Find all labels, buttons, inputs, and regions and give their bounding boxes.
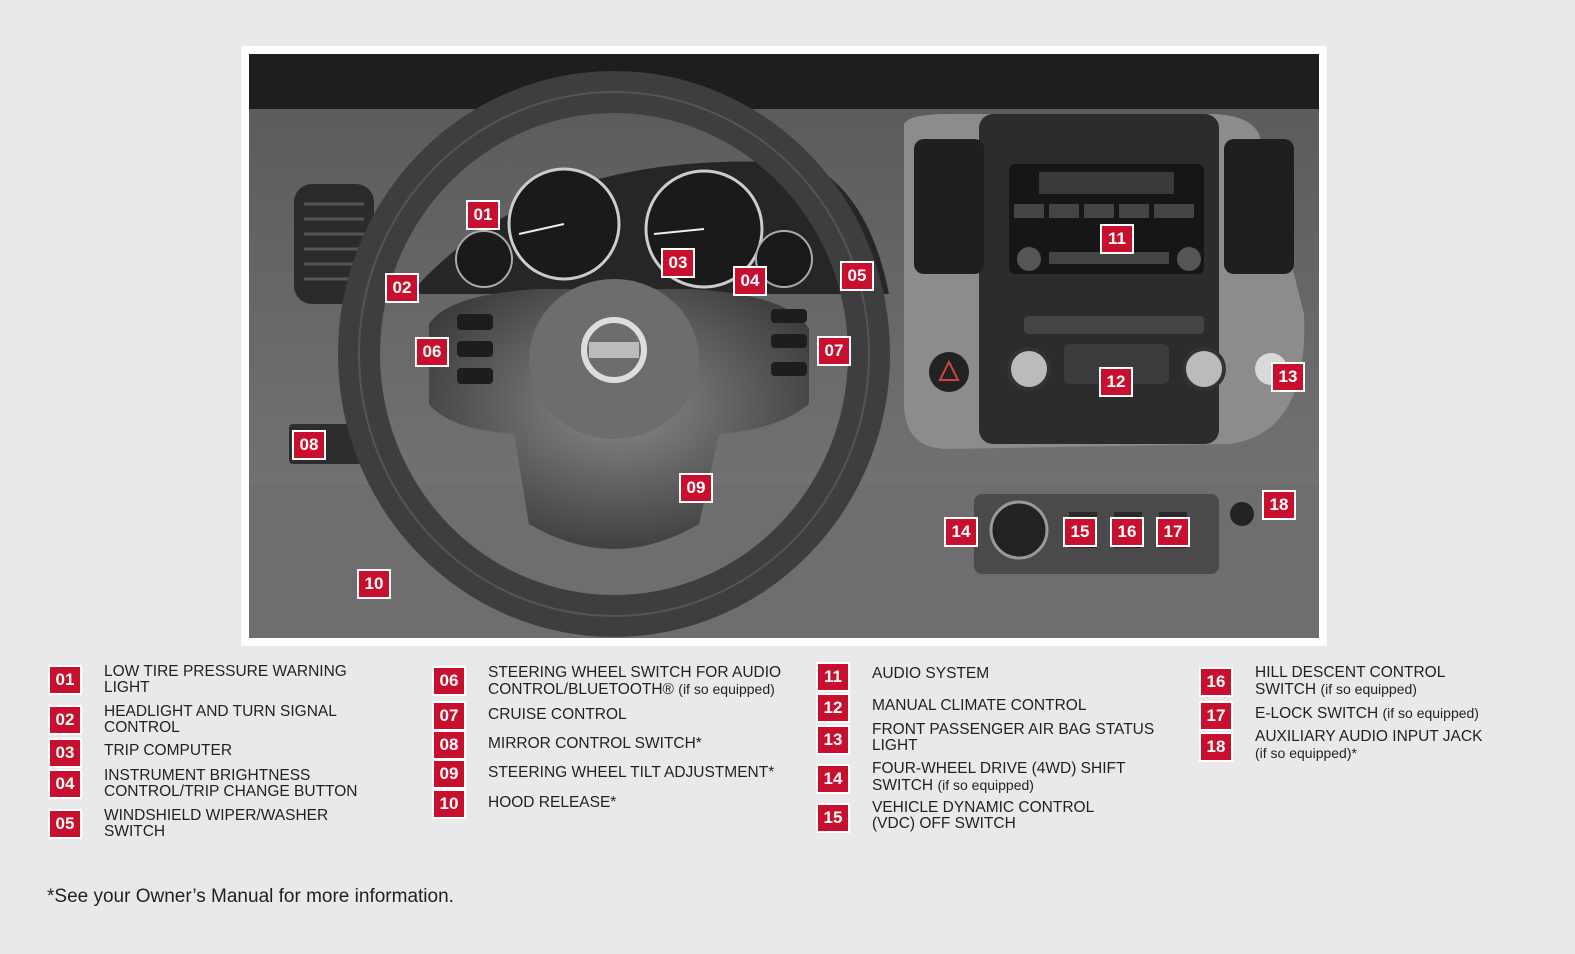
legend-text: VEHICLE DYNAMIC CONTROL(VDC) OFF SWITCH — [872, 799, 1095, 832]
callout-13: 13 — [1271, 362, 1305, 392]
legend-number: 18 — [1199, 732, 1233, 762]
callout-08: 08 — [292, 430, 326, 460]
dashboard-photo-frame — [241, 46, 1327, 646]
callout-14: 14 — [944, 517, 978, 547]
legend-text: AUXILIARY AUDIO INPUT JACK(if so equippe… — [1255, 728, 1483, 762]
legend-text: HOOD RELEASE* — [488, 794, 617, 811]
legend-text: AUDIO SYSTEM — [872, 665, 990, 682]
footnote: *See your Owner’s Manual for more inform… — [47, 886, 454, 907]
callout-07: 07 — [817, 336, 851, 366]
callout-10: 10 — [357, 569, 391, 599]
legend-number: 16 — [1199, 667, 1233, 697]
dashboard-illustration — [249, 54, 1319, 638]
legend-number: 17 — [1199, 701, 1233, 731]
legend-number: 07 — [432, 701, 466, 731]
callout-15: 15 — [1063, 517, 1097, 547]
legend-number: 15 — [816, 803, 850, 833]
legend-number: 13 — [816, 725, 850, 755]
legend-number: 10 — [432, 789, 466, 819]
legend-text: MIRROR CONTROL SWITCH* — [488, 735, 702, 752]
legend-number: 06 — [432, 666, 466, 696]
legend-text: STEERING WHEEL TILT ADJUSTMENT* — [488, 764, 775, 781]
legend-number: 08 — [432, 730, 466, 760]
legend-number: 14 — [816, 764, 850, 794]
legend-text: MANUAL CLIMATE CONTROL — [872, 697, 1087, 714]
callout-05: 05 — [840, 261, 874, 291]
legend-number: 05 — [48, 809, 82, 839]
callout-11: 11 — [1100, 224, 1134, 254]
callout-01: 01 — [466, 200, 500, 230]
legend-number: 12 — [816, 693, 850, 723]
legend-number: 03 — [48, 738, 82, 768]
legend-text: CRUISE CONTROL — [488, 706, 627, 723]
callout-06: 06 — [415, 337, 449, 367]
dashboard-photo — [249, 54, 1319, 638]
callout-02: 02 — [385, 273, 419, 303]
legend-text: E-LOCK SWITCH (if so equipped) — [1255, 705, 1479, 722]
legend-number: 02 — [48, 705, 82, 735]
callout-16: 16 — [1110, 517, 1144, 547]
callout-17: 17 — [1156, 517, 1190, 547]
legend-number: 09 — [432, 759, 466, 789]
legend-number: 11 — [816, 662, 850, 692]
legend-number: 04 — [48, 769, 82, 799]
callout-18: 18 — [1262, 490, 1296, 520]
legend-number: 01 — [48, 665, 82, 695]
callout-12: 12 — [1099, 367, 1133, 397]
callout-09: 09 — [679, 473, 713, 503]
callout-03: 03 — [661, 248, 695, 278]
callout-04: 04 — [733, 266, 767, 296]
legend-text: TRIP COMPUTER — [104, 742, 233, 759]
